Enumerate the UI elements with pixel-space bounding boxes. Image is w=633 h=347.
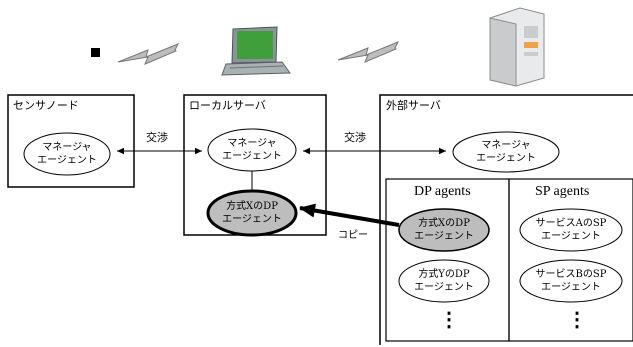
agent-label-line: 方式XのDP [418,218,470,229]
sensor-manager-agent: マネージャ エージェント [24,141,110,167]
agent-label-line: マネージャ [227,138,277,149]
sensor-square-icon [91,48,100,57]
sensor-node-title: センサノード [13,99,79,112]
negotiation-label-right: 交渉 [344,131,366,144]
dp-agent-y: 方式YのDP エージェント [399,268,489,294]
agent-label-line: エージェント [222,214,282,225]
sp-more-ellipsis: ⋮ [567,307,587,331]
agent-label-line: エージェント [222,151,282,162]
sp-agents-title: SP agents [535,184,590,199]
copy-arrow [299,203,400,227]
server-tower-icon [489,7,545,87]
agent-label-line: サービスBのSP [535,269,607,280]
agent-label-line: サービスAのSP [535,218,607,229]
agent-label-line: エージェント [541,282,601,293]
dp-agents-title: DP agents [414,184,471,199]
agent-label-line: エージェント [541,231,601,242]
external-server-box [379,94,633,345]
negotiation-label-left: 交渉 [146,131,168,144]
agent-label-line: マネージャ [42,142,92,153]
local-dp-agent: 方式XのDP エージェント [208,200,296,226]
sp-agent-a-shape [519,208,623,252]
copy-label: コピー [338,230,368,241]
sp-agent-b-shape [519,259,623,303]
sensor-node-box [7,94,135,188]
external-server-title: 外部サーバ [386,99,441,112]
external-manager-agent-shape [452,131,560,173]
sp-agents-panel [508,178,633,342]
dp-more-ellipsis: ⋮ [439,307,459,331]
agent-label-line: エージェント [37,155,97,166]
agent-label-line: マネージャ [481,140,531,151]
dp-agent-x: 方式XのDP エージェント [399,217,489,243]
dp-agent-x-shape [398,208,490,252]
local-manager-agent: マネージャ エージェント [208,137,296,163]
agent-label-line: エージェント [414,231,474,242]
local-server-title: ローカルサーバ [189,99,266,112]
agent-label-line: エージェント [476,153,536,164]
sp-agent-a: サービスAのSP エージェント [520,217,622,243]
wireless-signal-icon [117,43,180,65]
sp-agent-b: サービスBのSP エージェント [520,268,622,294]
laptop-icon [221,26,291,76]
wireless-signal-icon [337,41,400,63]
agent-label-line: 方式YのDP [418,269,470,280]
agent-label-line: エージェント [414,282,474,293]
external-manager-agent: マネージャ エージェント [453,139,559,165]
agent-label-line: 方式XのDP [226,201,278,212]
dp-agent-y-shape [398,259,490,303]
sensor-manager-agent-shape [23,132,111,176]
